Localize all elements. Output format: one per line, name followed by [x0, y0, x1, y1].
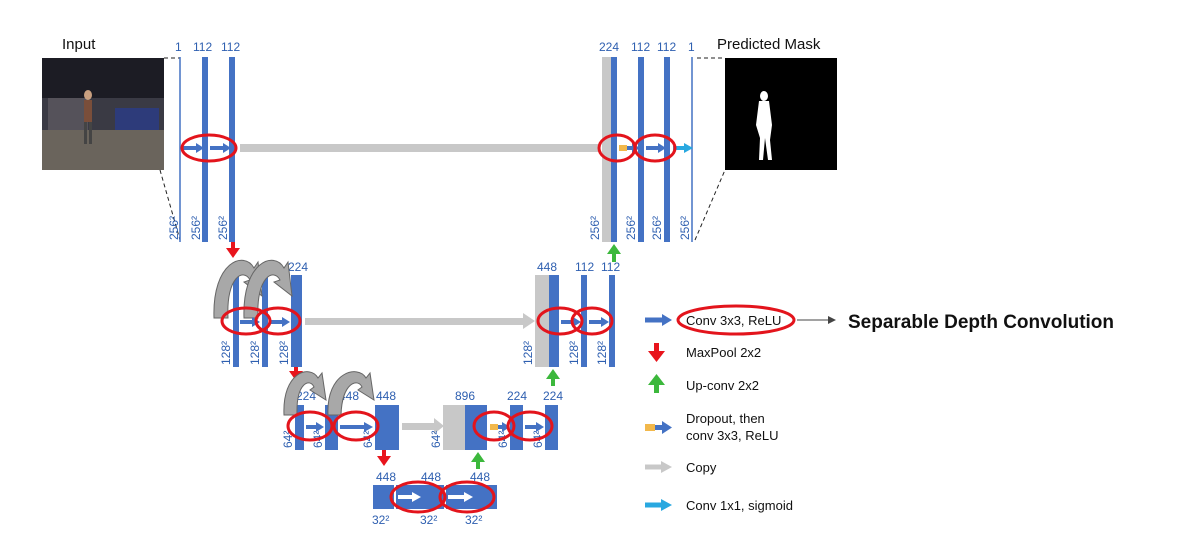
dec3-dropout: [490, 424, 498, 430]
legend-upconv-label: Up-conv 2x2: [686, 378, 759, 393]
dec2-size-2: 128²: [567, 341, 581, 365]
enc2-block-b: [262, 275, 268, 367]
sep-conv-arrow-4: [327, 371, 375, 416]
enc1-ch-1: 1: [175, 40, 182, 54]
dec1-block-a: [638, 57, 644, 242]
enc1-ch-2: 112: [193, 40, 212, 54]
dec1-copy-block: [602, 57, 612, 242]
input-link-bottom: [159, 169, 181, 241]
dropout-arrow-icon: [645, 424, 655, 431]
enc1-size-3: 256²: [216, 216, 230, 240]
dec2-highlight-b: [570, 306, 614, 336]
legend: Conv 3x3, ReLU Separable Depth Convoluti…: [645, 304, 1114, 513]
enc3-block-a: [295, 405, 304, 450]
legend-copy-label: Copy: [686, 460, 717, 475]
enc2-size-3: 128²: [277, 341, 291, 365]
bott-size-3: 32²: [465, 513, 482, 527]
maxpool-arrow-1: [226, 248, 240, 258]
enc3-highlight-a: [286, 410, 334, 442]
bott-ch-3: 448: [470, 470, 490, 484]
legend-dropout-label: Dropout, then: [686, 411, 765, 426]
bott-ch-1: 448: [376, 470, 396, 484]
enc2-block-c: [291, 275, 302, 367]
output-title: Predicted Mask: [717, 36, 821, 53]
input-title: Input: [62, 36, 96, 53]
dec2-highlight-a: [536, 306, 584, 336]
copy-arrow-2: [305, 318, 525, 325]
enc1-highlight: [180, 133, 238, 163]
dec1-highlight-b: [633, 133, 677, 163]
enc3-highlight-b: [332, 410, 380, 442]
dec1-ch-3: 112: [657, 40, 676, 54]
legend-maxpool-label: MaxPool 2x2: [686, 345, 761, 360]
bott-size-2: 32²: [420, 513, 437, 527]
enc1-ch-3: 112: [221, 40, 240, 54]
output-link-bottom: [694, 169, 726, 241]
upconv-arrow-1: [607, 244, 621, 254]
upconv-arrow-2: [546, 369, 560, 379]
arrow-down-red-icon: [648, 351, 665, 362]
annotation-arrow: [828, 316, 836, 324]
dec1-ch-1: 224: [599, 40, 619, 54]
dec2-copy-block: [535, 275, 549, 367]
dec3-ch-1: 896: [455, 389, 475, 403]
dec2-ch-3: 112: [601, 260, 620, 274]
bott-highlight-a: [389, 480, 447, 514]
dec2-ch-2: 112: [575, 260, 594, 274]
enc2-highlight-a: [220, 306, 272, 336]
copy-arrow-3: [402, 423, 436, 430]
predicted-mask-image: [725, 58, 837, 170]
dec1-ch-4: 1: [688, 40, 695, 54]
dec1-block-b: [664, 57, 670, 242]
enc3-ch-1: 224: [296, 389, 316, 403]
dec3-ch-2: 224: [507, 389, 527, 403]
dec1-upconv-block: [611, 57, 617, 242]
enc1-block-a: [202, 57, 208, 242]
maxpool-arrow-3: [377, 456, 391, 466]
enc2-block-a: [233, 275, 239, 367]
dec2-ch-1: 448: [537, 260, 557, 274]
dec1-size-1: 256²: [588, 216, 602, 240]
dec3-highlight-b: [506, 410, 554, 442]
annotation-text: Separable Depth Convolution: [848, 312, 1114, 333]
legend-conv-label: Conv 3x3, ReLU: [686, 313, 781, 328]
dec2-upconv-block: [549, 275, 559, 367]
enc2-size-2: 128²: [248, 341, 262, 365]
input-image: [42, 58, 164, 170]
dec3-copy-block: [443, 405, 465, 450]
dec1-size-4: 256²: [678, 216, 692, 240]
upconv-arrow-3: [471, 452, 485, 462]
enc3-ch-3: 448: [376, 389, 396, 403]
dec1-dropout: [619, 145, 627, 151]
dec3-upconv-block: [465, 405, 487, 450]
arrow-up-green-icon: [648, 374, 665, 385]
sep-conv-arrow-3: [283, 371, 327, 416]
copy-arrow-1: [240, 144, 598, 152]
dec3-ch-3: 224: [543, 389, 563, 403]
enc1-size-1: 256²: [167, 216, 181, 240]
dec2-size-1: 128²: [521, 341, 535, 365]
bott-highlight-b: [438, 480, 496, 514]
enc2-highlight-b: [254, 306, 302, 336]
dec1-size-2: 256²: [624, 216, 638, 240]
dec2-block-a: [581, 275, 587, 367]
enc2-ch-1: 224: [288, 260, 308, 274]
enc1-size-2: 256²: [189, 216, 203, 240]
legend-highlight: [676, 304, 796, 336]
dec3-size-1: 64²: [429, 431, 443, 448]
bott-size-1: 32²: [372, 513, 389, 527]
sep-conv-arrow-2: [243, 259, 293, 319]
enc2-size-1: 128²: [219, 341, 233, 365]
dec1-size-3: 256²: [650, 216, 664, 240]
dec3-highlight-a: [472, 410, 516, 442]
bott-ch-2: 448: [421, 470, 441, 484]
dec1-ch-2: 112: [631, 40, 650, 54]
enc1-block-b: [229, 57, 235, 242]
dec2-size-3: 128²: [595, 341, 609, 365]
legend-sigmoid-label: Conv 1x1, sigmoid: [686, 498, 793, 513]
legend-dropout-label2: conv 3x3, ReLU: [686, 428, 779, 443]
